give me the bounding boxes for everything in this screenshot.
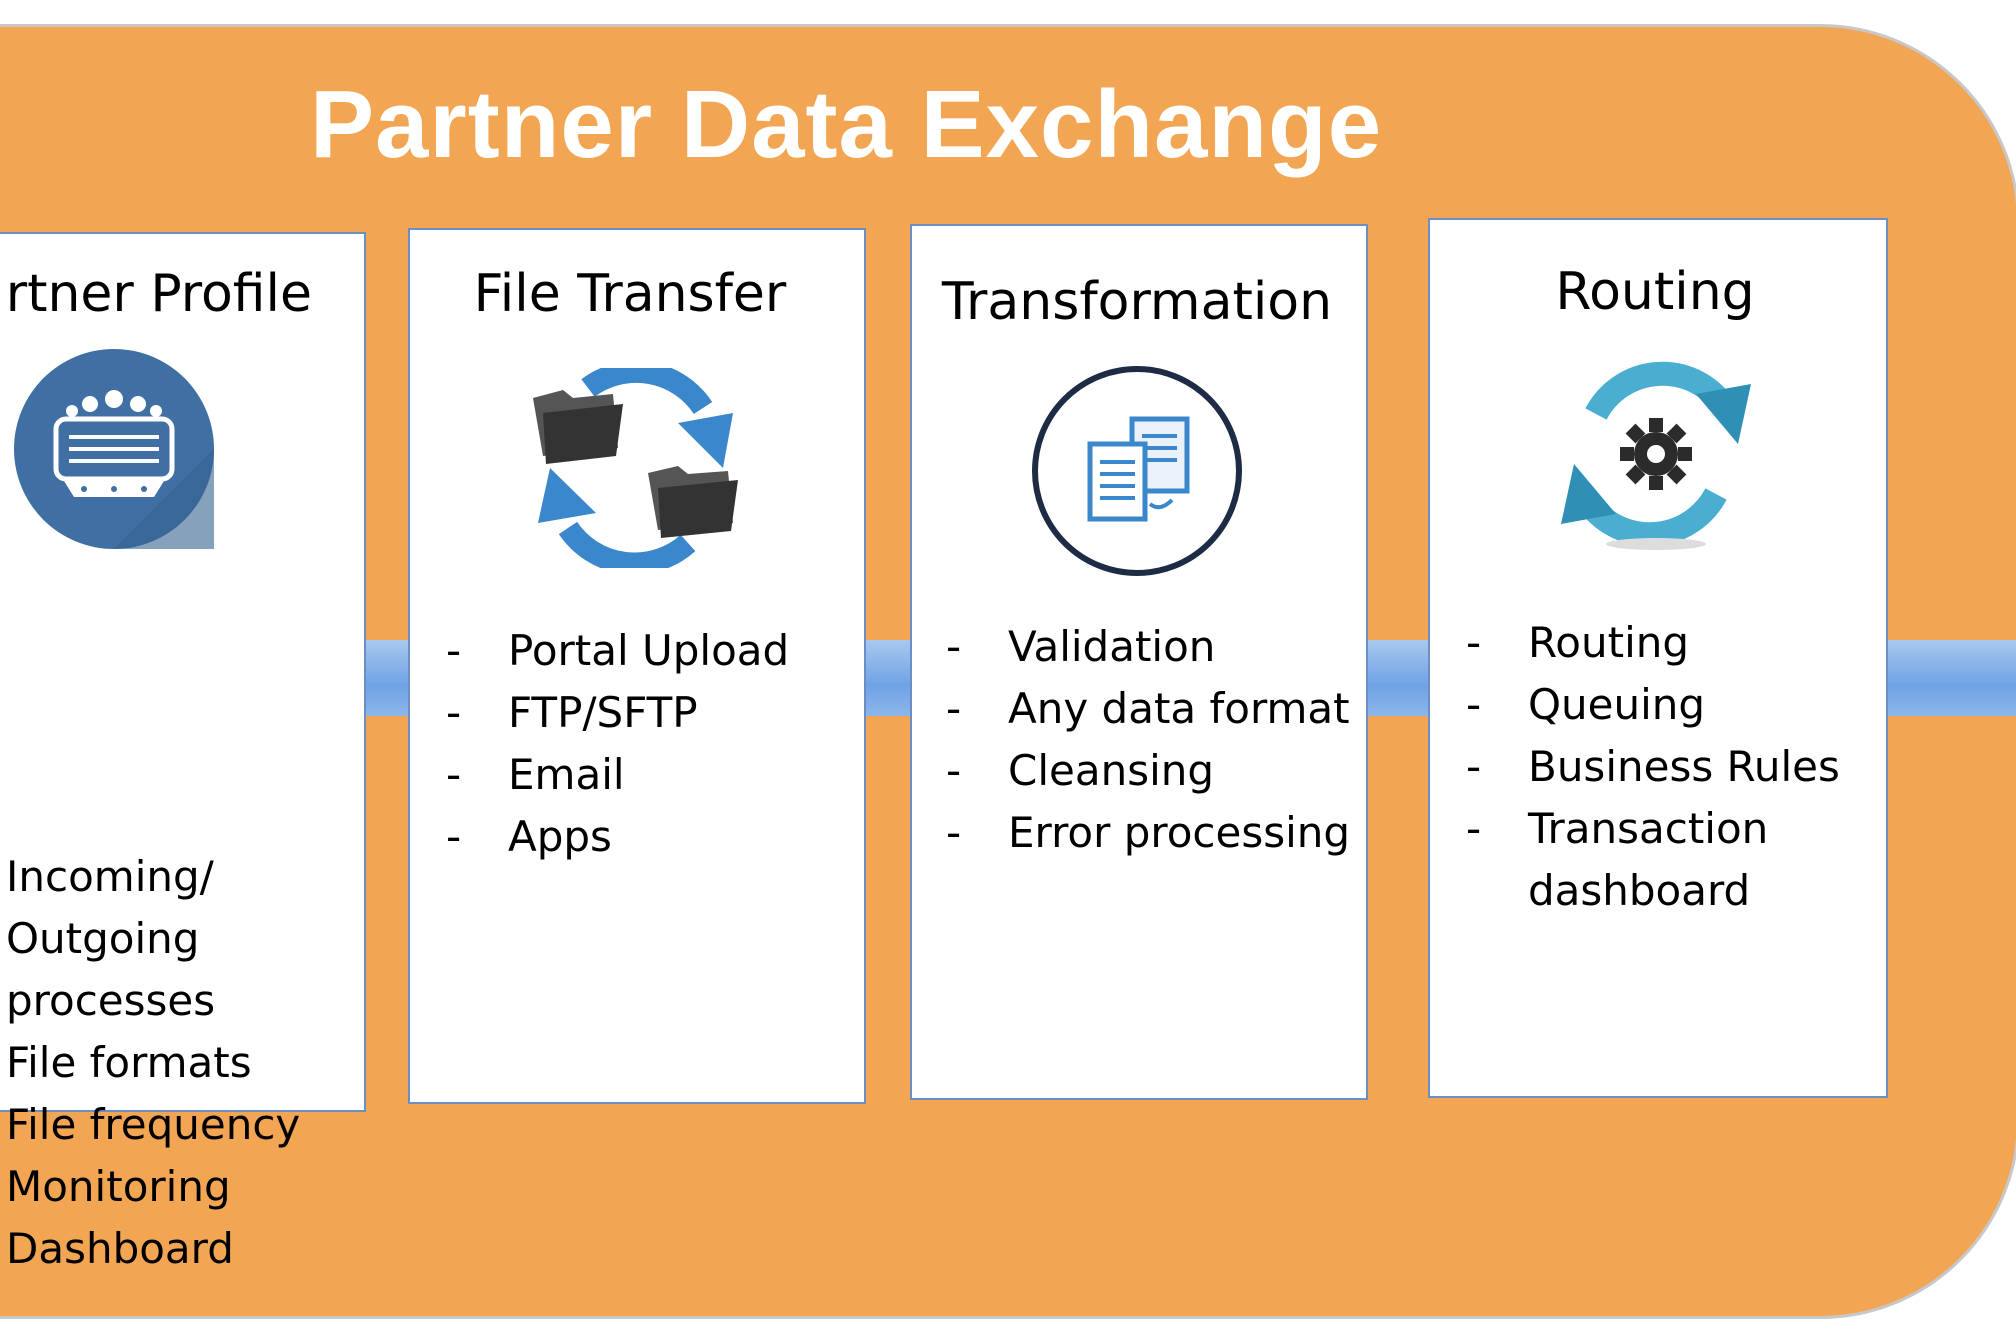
list-item: -FTP/SFTP [446, 688, 698, 737]
list-item: -Apps [446, 812, 612, 861]
list-item: Monitoring [6, 1162, 231, 1211]
list-item: -Error processing [946, 808, 1351, 857]
list-item: File frequency [6, 1100, 301, 1149]
box-heading: Transformation [941, 272, 1333, 332]
feature-list: -Routing -Queuing -Business Rules -Trans… [1466, 612, 1840, 922]
list-item: -Validation [946, 622, 1216, 671]
list-item: Dashboard [6, 1224, 234, 1273]
feature-list: -Portal Upload -FTP/SFTP -Email -Apps [446, 620, 790, 868]
list-item: -Portal Upload [446, 626, 790, 675]
list-item: Outgoing [6, 914, 200, 963]
users-server-icon [14, 349, 214, 553]
file-transfer-box: File Transfer -Portal Upload -FTP/SFTP -… [408, 228, 866, 1104]
document-copy-icon [1030, 364, 1244, 582]
list-item: -Queuing [1466, 680, 1706, 729]
list-item: Incoming/ [6, 852, 214, 901]
feature-list: Incoming/ Outgoing processes File format… [6, 846, 300, 1280]
folder-sync-icon [528, 360, 748, 575]
gear-cycle-icon [1556, 354, 1756, 558]
box-heading: File Transfer [473, 264, 787, 324]
list-item: dashboard [1528, 866, 1751, 915]
list-item: -Business Rules [1466, 742, 1840, 791]
list-item: -Cleansing [946, 746, 1215, 795]
partner-profile-box: rtner Profile Incoming/ Outgoing process… [0, 232, 366, 1273]
list-item: File formats [6, 1038, 252, 1087]
box-heading: Routing [1555, 262, 1755, 322]
list-item: -Transaction [1466, 804, 1769, 853]
list-item: processes [6, 976, 216, 1025]
transformation-box: Transformation -Validation -Any data for… [910, 224, 1368, 1100]
feature-list: -Validation -Any data format -Cleansing … [946, 616, 1351, 864]
list-item: -Routing [1466, 618, 1690, 667]
list-item: -Any data format [946, 684, 1350, 733]
diagram-title: Partner Data Exchange [310, 71, 1383, 178]
box-heading: rtner Profile [5, 264, 312, 324]
list-item: -Email [446, 750, 625, 799]
routing-box: Routing -Rou [1428, 218, 1888, 1098]
